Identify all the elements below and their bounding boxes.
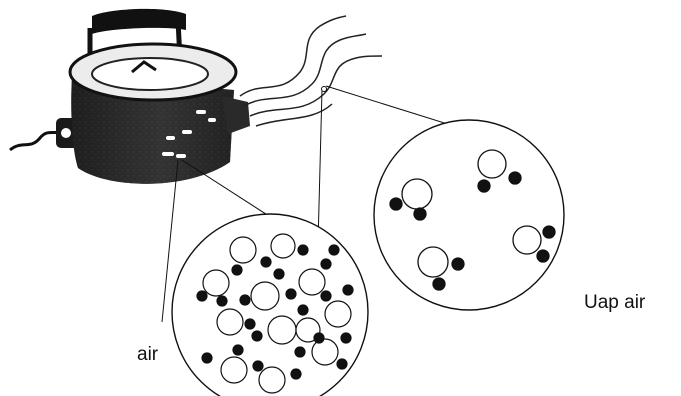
liquid-water-label: air: [137, 344, 158, 366]
steam-icon: [240, 16, 382, 126]
water-vapor-circle: [374, 120, 564, 310]
liquid-water-circle: [172, 214, 368, 396]
kettle-icon: [10, 9, 250, 184]
water-vapor-label: Uap air: [584, 292, 645, 314]
